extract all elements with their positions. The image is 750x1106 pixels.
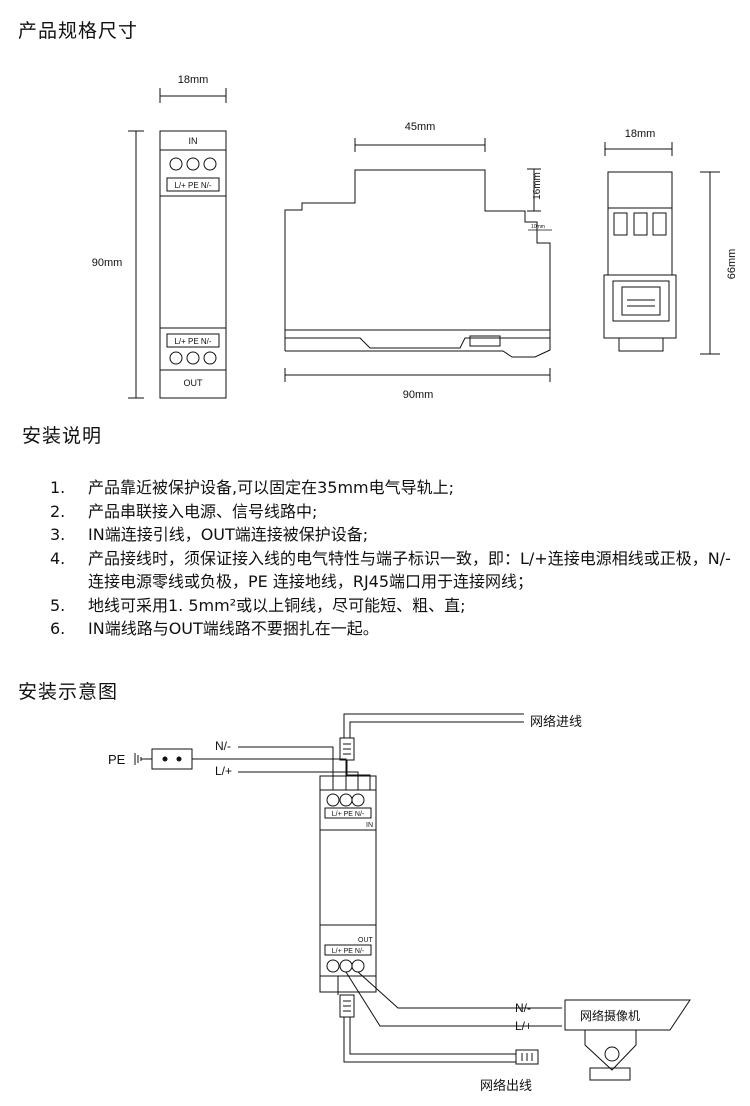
camera-label: 网络摄像机 [580, 1008, 640, 1023]
side-view [284, 138, 552, 382]
instruction-text: IN端线路与OUT端线路不要捆扎在一起。 [88, 619, 379, 638]
pe-label: PE [108, 752, 126, 767]
side-top-width-label: 45mm [405, 121, 436, 133]
l-in-label: L/+ [215, 764, 232, 778]
instruction-item: 3. IN端连接引线，OUT端连接被保护设备; [50, 523, 740, 547]
side-height-label: 16mm [532, 172, 543, 200]
front-terminal-top-label: L/+ PE N/- [174, 181, 211, 190]
instruction-item: 5. 地线可采用1. 5mm²或以上铜线，尽可能短、粗、直; [50, 594, 740, 618]
n-out-label: N/- [515, 1001, 531, 1015]
instruction-text: 产品接线时，须保证接入线的电气特性与端子标识一致，即：L/+连接电源相线或正极，… [88, 548, 731, 592]
l-out-label: L/+ [515, 1019, 532, 1033]
camera-icon [564, 999, 691, 1081]
device-out-label: OUT [358, 937, 374, 944]
end-width-label: 18mm [625, 128, 656, 140]
instruction-number: 5. [50, 595, 66, 615]
instruction-text: IN端连接引线，OUT端连接被保护设备; [88, 525, 369, 544]
side-bottom-width-label: 90mm [403, 389, 434, 401]
network-in-label: 网络进线 [530, 714, 582, 730]
end-view [603, 142, 720, 355]
protector-device [319, 775, 377, 993]
end-height-label: 66mm [726, 249, 738, 280]
front-in-label: IN [189, 136, 198, 146]
instruction-item: 4. 产品接线时，须保证接入线的电气特性与端子标识一致，即：L/+连接电源相线或… [50, 547, 740, 594]
device-terminal-top-label: L/+ PE N/- [332, 811, 365, 818]
network-out-cable [337, 976, 539, 1065]
instruction-number: 3. [50, 525, 66, 544]
instruction-number: 6. [50, 619, 66, 638]
device-terminal-bottom-label: L/+ PE N/- [332, 948, 365, 955]
front-terminal-bottom-label: L/+ PE N/- [174, 337, 211, 346]
wiring-diagram: PE N/- L/+ 网络进线 L/+ PE N/- IN OUT L/+ PE… [108, 713, 691, 1094]
network-in-cable [339, 713, 524, 790]
dimensions-title: 产品规格尺寸 [18, 20, 139, 42]
front-height-label: 90mm [92, 257, 123, 269]
instruction-number: 4. [50, 548, 66, 568]
device-in-label: IN [366, 822, 373, 829]
pe-ground-symbol [134, 748, 347, 790]
diagram-title: 安装示意图 [18, 681, 119, 703]
install-title: 安装说明 [22, 425, 103, 447]
front-width-label: 18mm [178, 74, 209, 86]
n-in-label: N/- [215, 739, 231, 753]
instruction-item: 6. IN端线路与OUT端线路不要捆扎在一起。 [50, 617, 740, 641]
instruction-list: 1. 产品靠近被保护设备,可以固定在35mm电气导轨上; 2. 产品串联接入电源… [50, 476, 740, 641]
front-out-label: OUT [184, 378, 204, 388]
side-small-label: 10mm [531, 224, 545, 230]
instruction-number: 2. [50, 501, 66, 521]
instruction-item: 1. 产品靠近被保护设备,可以固定在35mm电气导轨上; [50, 476, 740, 500]
instruction-number: 1. [50, 478, 66, 497]
instruction-text: 产品靠近被保护设备,可以固定在35mm电气导轨上; [88, 478, 455, 497]
instruction-text: 产品串联接入电源、信号线路中; [88, 501, 318, 521]
instruction-text: 地线可采用1. 5mm²或以上铜线，尽可能短、粗、直; [88, 595, 466, 615]
dimension-drawings: 18mm IN L/+ PE N/- L/+ PE N/- OUT 90mm 4… [92, 74, 738, 401]
front-view [128, 88, 227, 399]
network-out-label: 网络出线 [480, 1078, 532, 1094]
instruction-item: 2. 产品串联接入电源、信号线路中; [50, 500, 740, 524]
